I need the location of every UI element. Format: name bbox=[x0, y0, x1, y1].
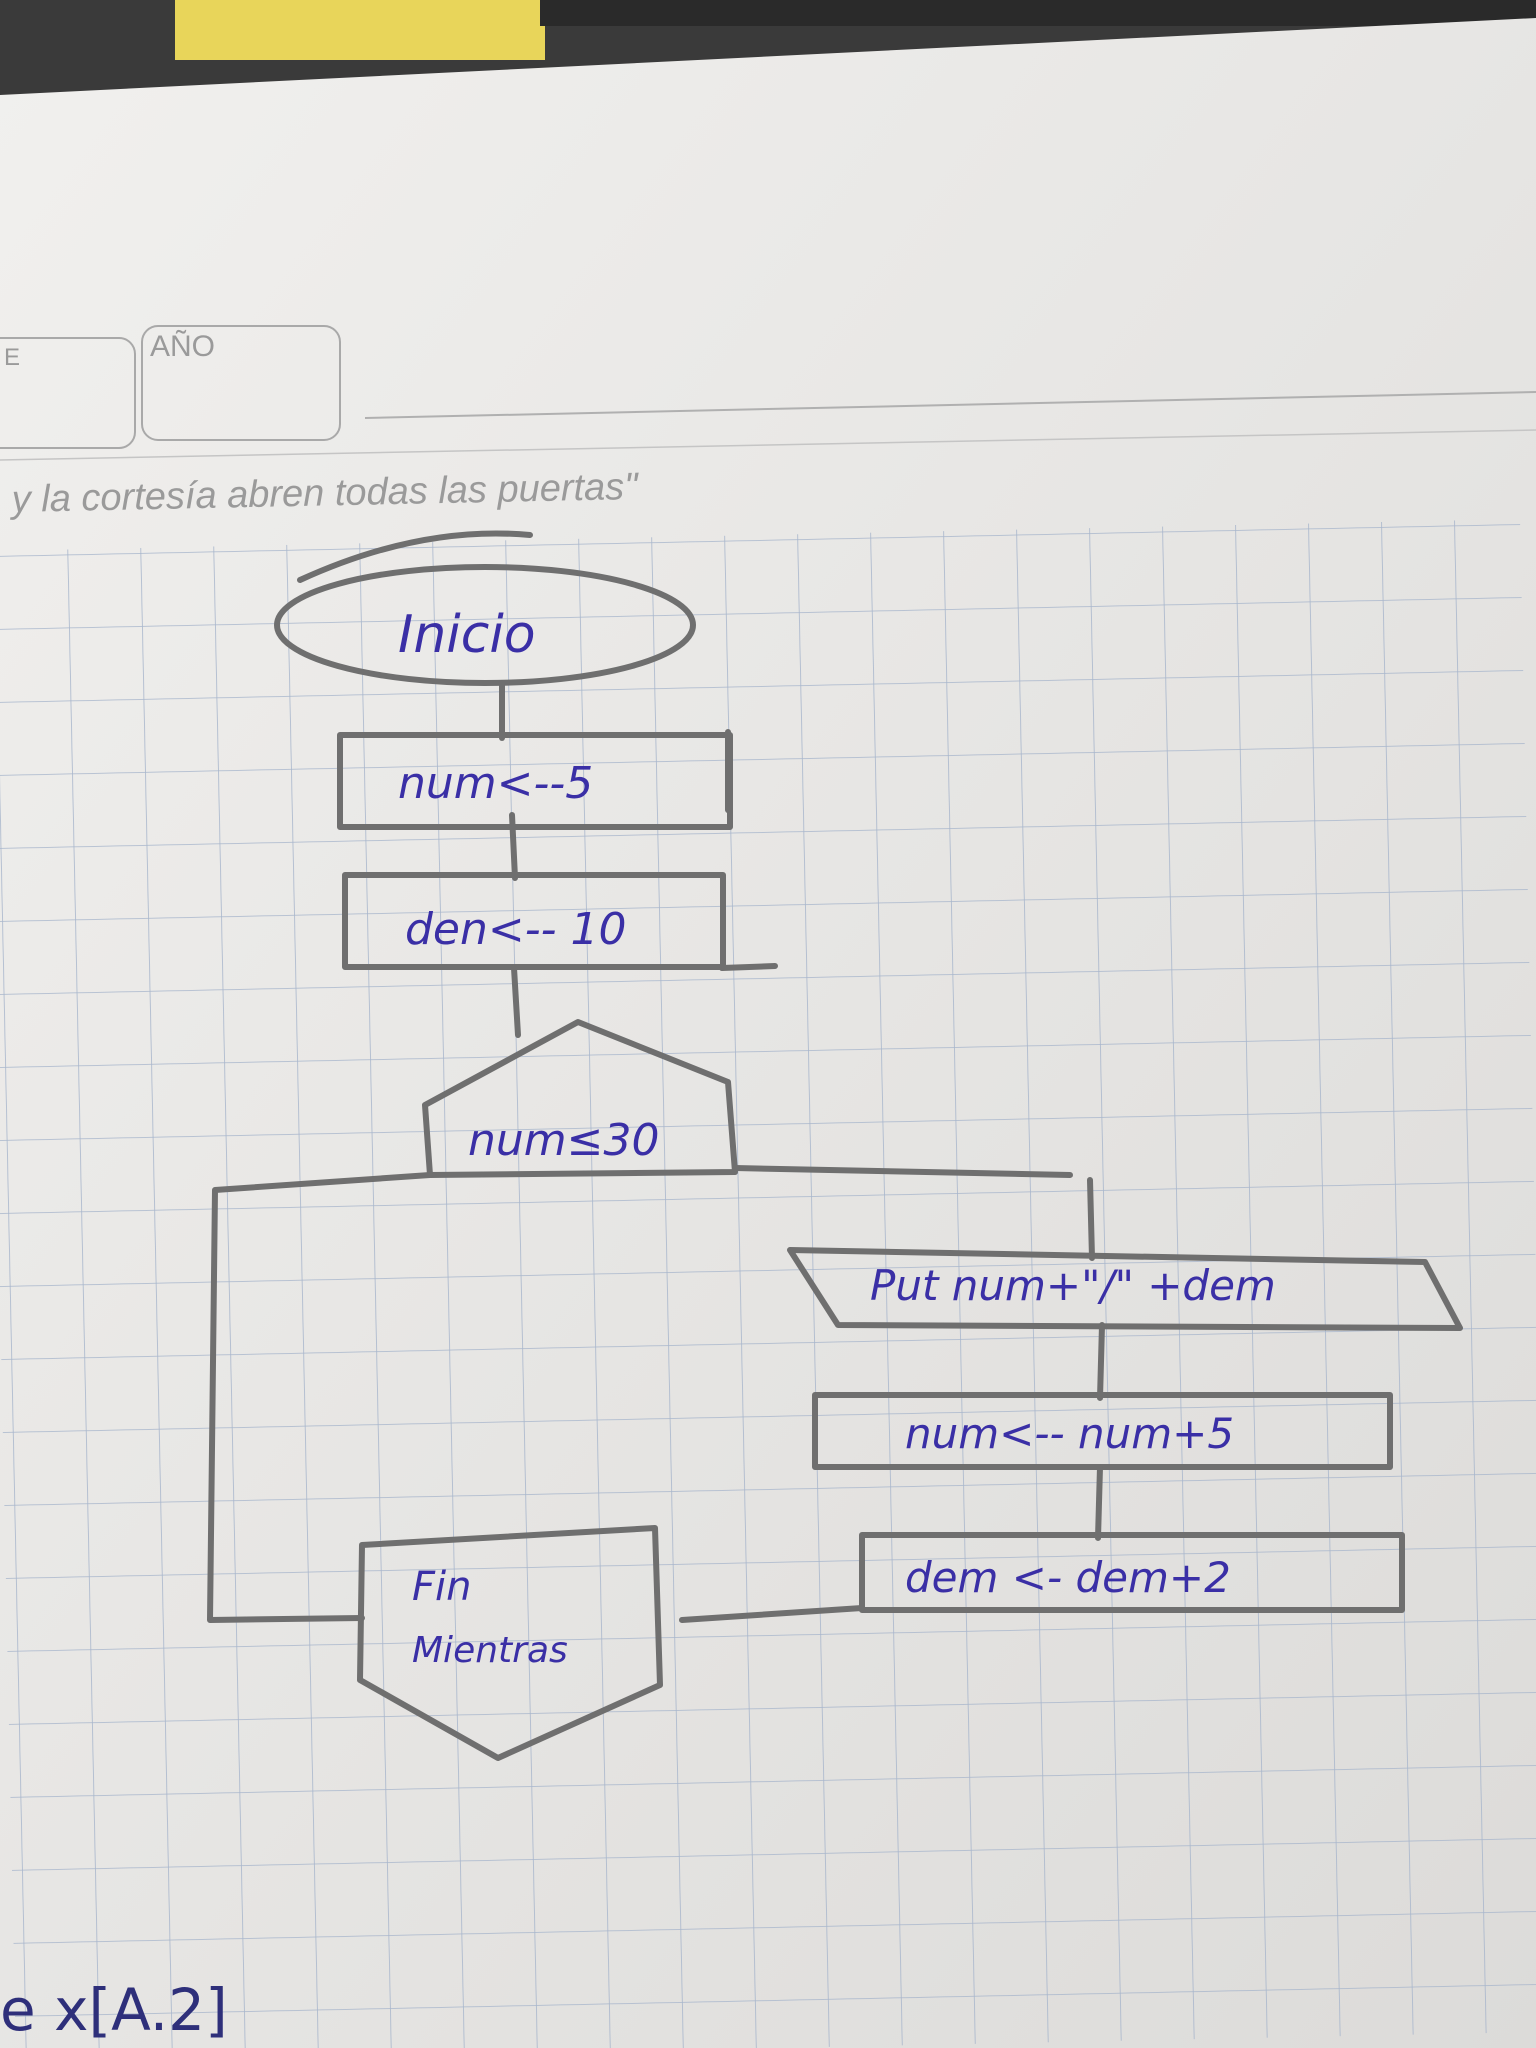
start-terminal-overstroke bbox=[297, 530, 533, 583]
process-increment-dem bbox=[859, 1532, 1405, 1613]
footer-note: e x[A.2] bbox=[0, 1976, 228, 2044]
process-increment-num-label: num<-- num+5 bbox=[905, 1409, 1234, 1458]
connector-num-to-den bbox=[509, 812, 518, 881]
output-shape bbox=[787, 1247, 1463, 1331]
flowchart: Inicio num<--5 den<-- 10 num≤30 Put num+… bbox=[207, 530, 1463, 1761]
end-loop-shape bbox=[357, 1525, 663, 1761]
graph-grid bbox=[0, 519, 1536, 2048]
header-boxes bbox=[0, 325, 1536, 461]
connector-output-to-increment bbox=[1097, 1322, 1105, 1401]
process-increment-dem-label: dem <- dem+2 bbox=[905, 1553, 1231, 1602]
loop-condition-label: num≤30 bbox=[468, 1115, 660, 1166]
connector-increment-to-dem bbox=[1095, 1464, 1103, 1541]
header-label-left: E bbox=[4, 344, 20, 371]
output-label: Put num+"/" +dem bbox=[870, 1261, 1276, 1310]
header-label-year: AÑO bbox=[150, 329, 215, 363]
loop-true-drop bbox=[1087, 1177, 1095, 1261]
loop-condition-shape bbox=[422, 1019, 738, 1178]
start-label: Inicio bbox=[398, 605, 536, 665]
process-assign-num bbox=[337, 729, 733, 830]
process-assign-den bbox=[342, 872, 778, 971]
process-assign-den-label: den<-- 10 bbox=[405, 904, 626, 955]
loop-true-branch bbox=[732, 1165, 1073, 1178]
end-loop-label-line1: Fin bbox=[412, 1564, 471, 1610]
loop-false-branch bbox=[207, 1172, 433, 1623]
start-terminal bbox=[274, 564, 696, 686]
process-assign-num-label: num<--5 bbox=[398, 758, 593, 809]
connector-den-to-loop bbox=[511, 965, 521, 1038]
end-loop-label-line2: Mientras bbox=[412, 1630, 568, 1671]
loop-return-line bbox=[679, 1605, 865, 1623]
